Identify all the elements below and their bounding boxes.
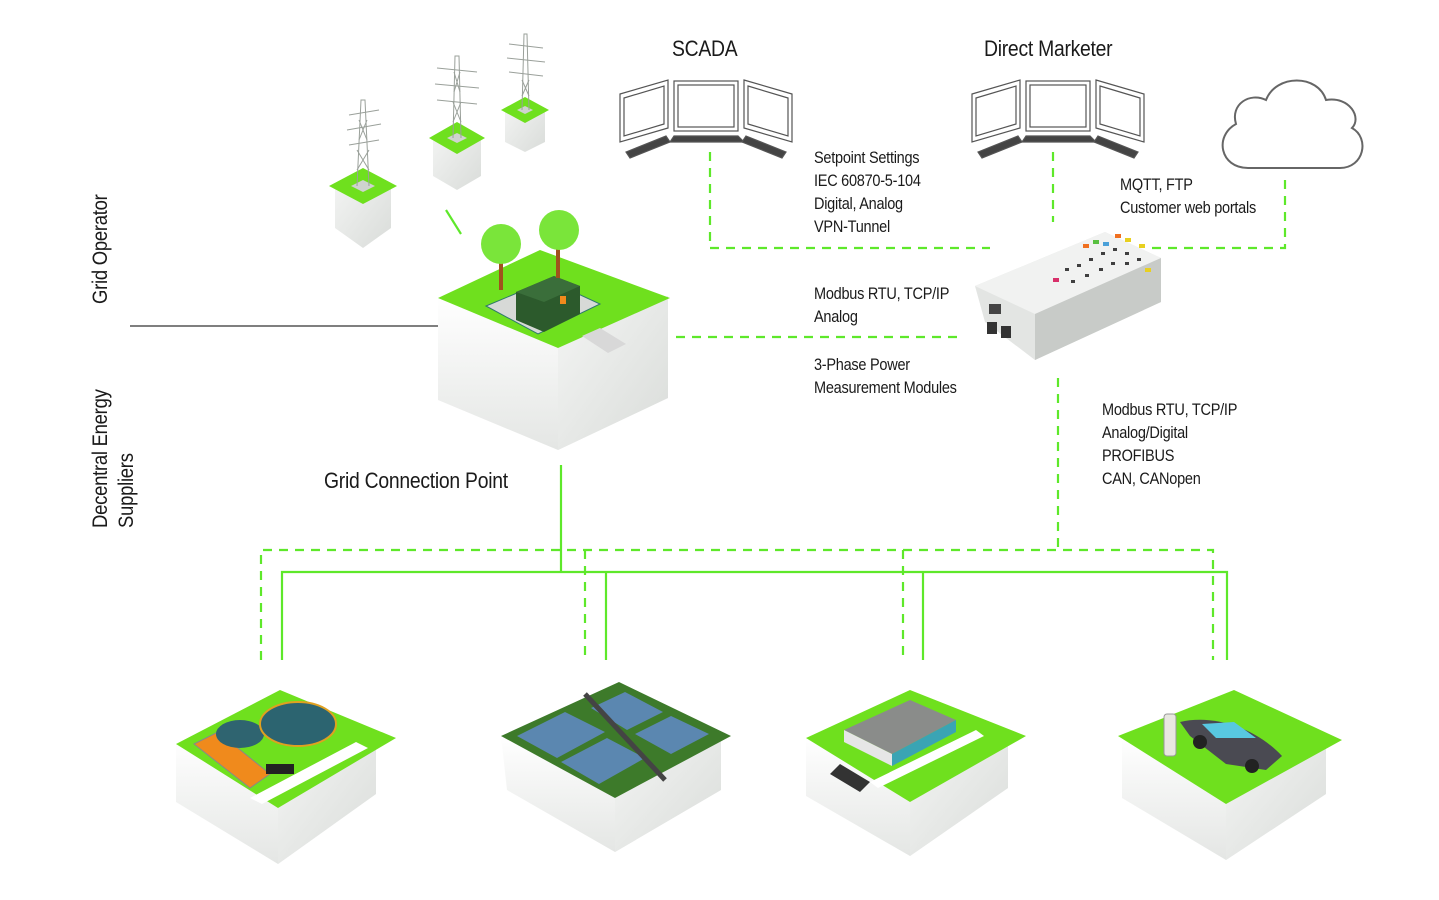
protocol-label: Modbus RTU, TCP/IP: [814, 285, 950, 303]
biogas-plant-icon: [176, 690, 396, 864]
supplier-power-bus: [280, 570, 1229, 660]
protocol-label: Analog: [814, 308, 858, 326]
cloud-icon: [1221, 79, 1364, 169]
protocol-label: Digital, Analog: [814, 195, 903, 213]
scada-link-protocols: Setpoint Settings IEC 60870-5-104 Digita…: [814, 147, 921, 239]
plc-controller-icon: [975, 232, 1161, 360]
power-pylon-icon: [329, 33, 549, 248]
grid-point-link-protocols: Modbus RTU, TCP/IP Analog: [814, 283, 949, 329]
protocol-label: IEC 60870-5-104: [814, 172, 921, 190]
ev-charging-car-icon: [1118, 690, 1342, 860]
protocol-label: Setpoint Settings: [814, 149, 920, 167]
cloud-data-link: [1145, 180, 1287, 250]
scada-data-link: [708, 152, 990, 250]
supplier-data-bus: [259, 548, 1215, 660]
measurement-modules-label: 3-Phase Power Measurement Modules: [814, 354, 957, 400]
section-label-line: Decentral Energy: [89, 389, 112, 528]
protocol-label: Customer web portals: [1120, 199, 1256, 217]
substation-tile-icon: [438, 210, 670, 450]
cloud-link-protocols: MQTT, FTP Customer web portals: [1120, 174, 1256, 220]
field-link-protocols: Modbus RTU, TCP/IP Analog/Digital PROFIB…: [1102, 399, 1237, 491]
grid-connection-point-title: Grid Connection Point: [324, 468, 508, 493]
protocol-label: 3-Phase Power: [814, 356, 910, 374]
solar-park-icon: [501, 682, 731, 852]
section-label-line: Suppliers: [115, 453, 138, 528]
protocol-label: Modbus RTU, TCP/IP: [1102, 401, 1238, 419]
three-monitor-workstation-icon: [619, 79, 793, 159]
scada-title: SCADA: [672, 36, 738, 61]
section-label-decentral-suppliers: Decentral Energy Suppliers: [88, 389, 140, 528]
protocol-label: CAN, CANopen: [1102, 470, 1201, 488]
protocol-label: PROFIBUS: [1102, 447, 1175, 465]
protocol-label: Analog/Digital: [1102, 424, 1188, 442]
three-monitor-workstation-icon: [971, 79, 1145, 159]
protocol-label: VPN-Tunnel: [814, 218, 890, 236]
direct-marketer-title: Direct Marketer: [984, 36, 1113, 61]
section-label-grid-operator: Grid Operator: [89, 194, 112, 304]
tower-power-line: [445, 209, 462, 235]
tree-icon: [481, 210, 579, 290]
protocol-label: Measurement Modules: [814, 379, 957, 397]
factory-icon: [806, 690, 1026, 856]
protocol-label: MQTT, FTP: [1120, 176, 1193, 194]
